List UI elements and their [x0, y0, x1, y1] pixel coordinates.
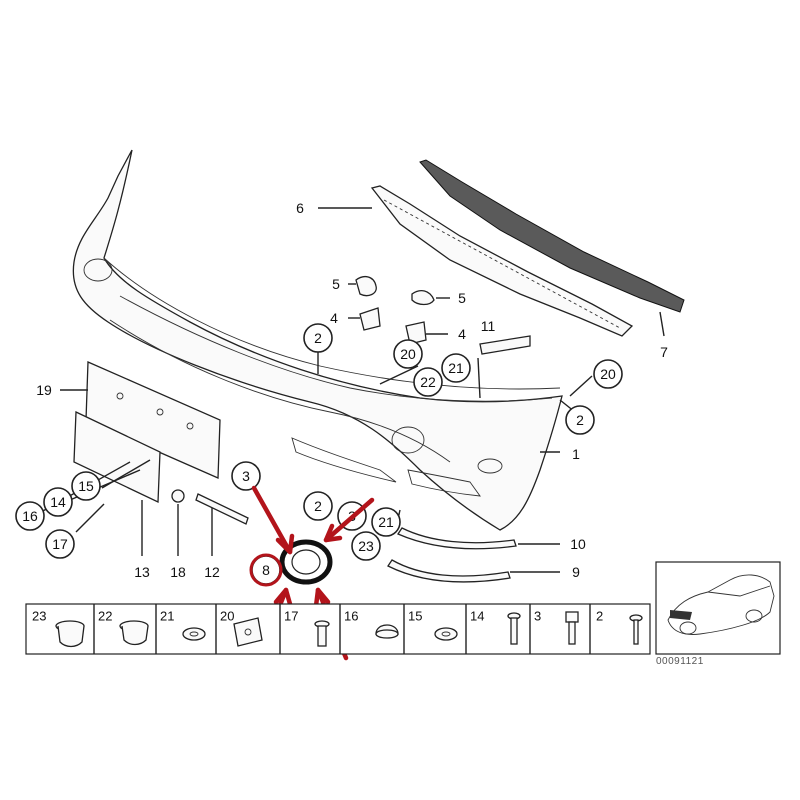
label-7: 7	[660, 344, 668, 360]
callout-15: 15	[71, 471, 101, 501]
strip-part-14	[507, 612, 521, 645]
callout-2-a: 2	[303, 323, 333, 353]
callout-14: 14	[43, 487, 73, 517]
strip-label-3: 3	[534, 609, 541, 624]
svg-text:17: 17	[52, 536, 68, 552]
svg-text:20: 20	[400, 346, 416, 362]
part-8-ring	[279, 539, 333, 585]
callout-20-a: 20	[393, 339, 423, 369]
strip-label-23: 23	[32, 609, 46, 624]
strip-part-22	[119, 620, 149, 646]
svg-text:2: 2	[314, 330, 322, 346]
svg-text:16: 16	[22, 508, 38, 524]
label-1: 1	[572, 446, 580, 462]
callout-21-b: 21	[371, 507, 401, 537]
callout-20-b: 20	[593, 359, 623, 389]
label-4-a: 4	[330, 310, 338, 326]
label-13: 13	[134, 564, 150, 580]
label-12: 12	[204, 564, 220, 580]
strip-part-15	[434, 627, 458, 641]
callout-22: 22	[413, 367, 443, 397]
label-4-b: 4	[458, 326, 466, 342]
label-11: 11	[481, 318, 496, 334]
strip-part-20	[233, 617, 263, 647]
svg-text:14: 14	[50, 494, 66, 510]
strip-part-17	[314, 620, 330, 647]
label-5-b: 5	[458, 290, 466, 306]
label-10: 10	[570, 536, 586, 552]
lower-grille	[419, 159, 685, 313]
strip-label-14: 14	[470, 609, 484, 624]
bracket-11	[479, 335, 531, 355]
callout-2-b: 2	[565, 405, 595, 435]
svg-text:2: 2	[576, 412, 584, 428]
strip-part-16	[375, 624, 399, 639]
bumper-cover	[72, 149, 563, 531]
svg-text:22: 22	[420, 374, 436, 390]
reference-code: 00091121	[656, 656, 704, 667]
label-9: 9	[572, 564, 580, 580]
strip-label-15: 15	[408, 609, 422, 624]
highlight-ring-8	[249, 553, 283, 587]
svg-text:3: 3	[242, 468, 250, 484]
label-6: 6	[296, 200, 304, 216]
callout-17: 17	[45, 529, 75, 559]
svg-text:23: 23	[358, 538, 374, 554]
callout-23: 23	[351, 531, 381, 561]
strip-label-17: 17	[284, 609, 298, 624]
callout-21-a: 21	[441, 353, 471, 383]
label-18: 18	[170, 564, 186, 580]
car-thumbnail	[655, 561, 781, 655]
strip-part-3	[565, 611, 579, 645]
svg-text:2: 2	[314, 498, 322, 514]
callout-2-c: 2	[303, 491, 333, 521]
strip-part-23	[55, 620, 85, 648]
parts-strip: 23 22 21 20 17 16 15 14 3 2	[25, 603, 651, 655]
svg-text:20: 20	[600, 366, 616, 382]
svg-text:8: 8	[262, 562, 270, 578]
parts-12-18	[171, 489, 249, 525]
strip-label-20: 20	[220, 609, 234, 624]
callout-16: 16	[15, 501, 45, 531]
license-plate-holder	[73, 410, 161, 504]
svg-text:21: 21	[378, 514, 394, 530]
strip-label-16: 16	[344, 609, 358, 624]
strip-part-21	[182, 627, 206, 641]
strip-part-2	[629, 614, 643, 645]
label-5-a: 5	[332, 276, 340, 292]
strip-label-21: 21	[160, 609, 174, 624]
trim-strips-9-10	[387, 527, 517, 583]
label-19: 19	[36, 382, 52, 398]
upper-grille	[370, 185, 634, 337]
svg-text:15: 15	[78, 478, 94, 494]
svg-text:21: 21	[448, 360, 464, 376]
callout-3-a: 3	[231, 461, 261, 491]
strip-label-2: 2	[596, 609, 603, 624]
license-plate-base	[85, 361, 221, 479]
strip-label-22: 22	[98, 609, 112, 624]
parts-4-5	[355, 275, 435, 345]
